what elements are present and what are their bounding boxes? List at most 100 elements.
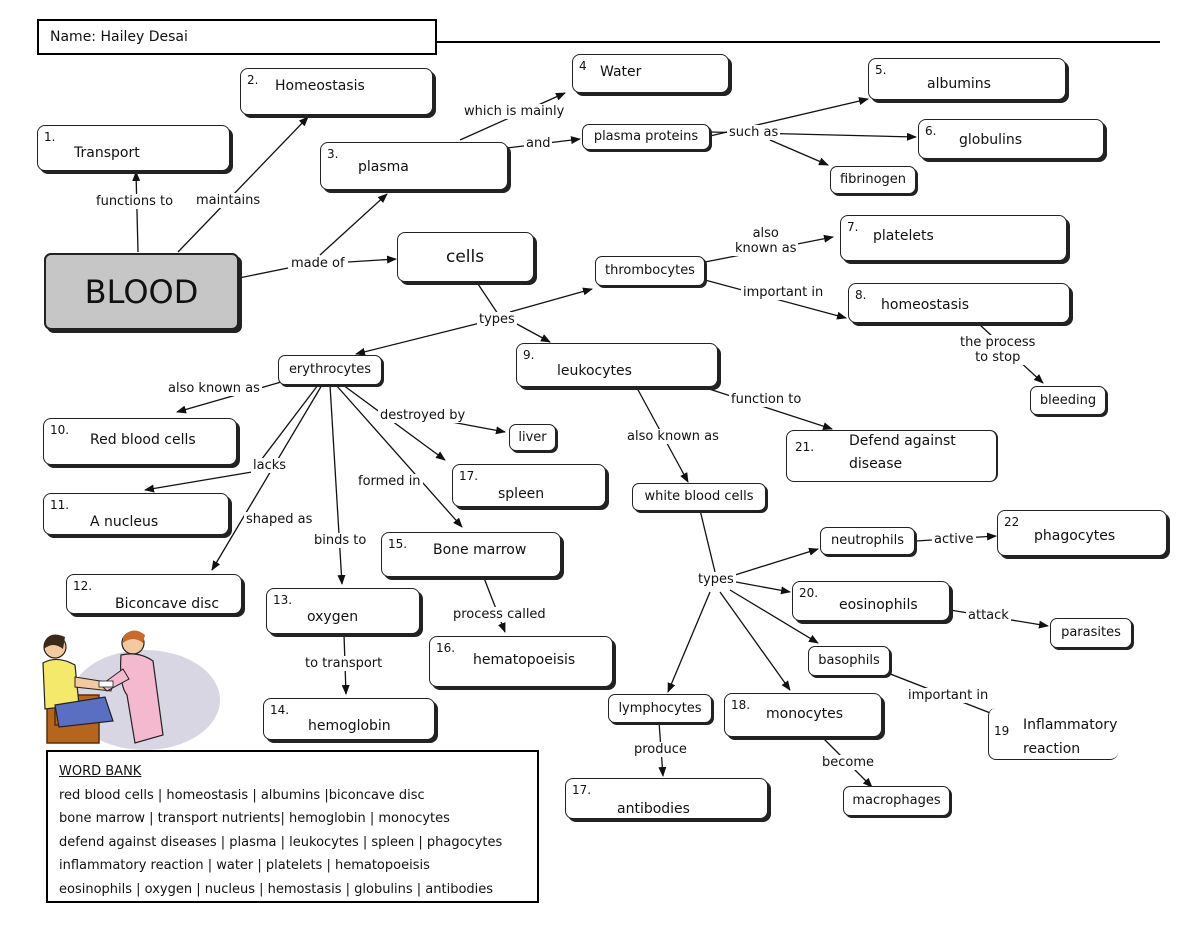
node-number: 7. — [847, 220, 859, 234]
node-22-phagocytes[interactable]: 22 phagocytes — [997, 510, 1167, 556]
node-erythrocytes: erythrocytes — [278, 355, 382, 385]
node-text-line1: Inflammatory — [1023, 717, 1118, 733]
node-number: 21. — [795, 440, 815, 454]
central-node-label: BLOOD — [84, 272, 199, 311]
node-number: 6. — [925, 124, 937, 138]
node-6-globulins[interactable]: 6. globulins — [918, 119, 1104, 159]
node-text: basophils — [818, 653, 880, 668]
connector-functions-to — [132, 171, 141, 253]
node-17-antibodies[interactable]: 17. antibodies — [565, 778, 768, 819]
node-4-water[interactable]: 4 Water — [572, 54, 729, 93]
central-node-blood: BLOOD — [44, 253, 239, 330]
connector-types-neutrophils — [734, 547, 819, 576]
node-9-leukocytes[interactable]: 9. leukocytes — [516, 343, 718, 387]
word-bank-line: inflammatory reaction | water | platelet… — [59, 858, 430, 873]
node-text: erythrocytes — [288, 362, 372, 377]
connector-formed-in — [335, 384, 463, 528]
node-text: spleen — [498, 486, 545, 502]
label-made-of: made of — [289, 256, 347, 271]
word-bank-title: WORD BANK — [59, 764, 142, 779]
node-text: phagocytes — [1034, 528, 1116, 544]
node-number: 20. — [799, 586, 819, 600]
header-rule — [437, 41, 1160, 43]
node-text: white blood cells — [644, 489, 754, 504]
node-17-spleen[interactable]: 17. spleen — [452, 464, 606, 507]
node-number: 22 — [1004, 515, 1020, 529]
word-bank-line: bone marrow | transport nutrients| hemog… — [59, 811, 450, 826]
node-text: platelets — [873, 228, 934, 244]
connector-types-erythrocytes — [355, 322, 481, 356]
node-10-red-blood-cells[interactable]: 10. Red blood cells — [43, 418, 237, 465]
name-field[interactable]: Name: Hailey Desai — [37, 19, 437, 55]
label-to-transport: to transport — [303, 656, 385, 671]
node-lymphocytes: lymphocytes — [608, 694, 712, 723]
connector-made-of-cells — [347, 255, 397, 264]
connector-made-of-plasma — [319, 193, 388, 256]
node-text-line1: Defend against — [849, 433, 956, 449]
node-text: Bone marrow — [433, 542, 527, 558]
node-number: 19 — [994, 724, 1010, 738]
node-liver: liver — [509, 424, 556, 451]
connector-wbc-types — [699, 509, 716, 573]
connector-types-monocytes — [719, 591, 791, 691]
node-text: Transport — [74, 145, 140, 161]
node-1-transport[interactable]: 1. Transport — [37, 125, 230, 171]
node-2-homeostasis[interactable]: 2. Homeostasis — [240, 68, 433, 115]
node-8-homeostasis[interactable]: 8. homeostasis — [848, 283, 1070, 323]
node-16-hematopoeisis[interactable]: 16. hematopoeisis — [429, 636, 613, 687]
node-19-inflammatory-reaction[interactable]: 19 Inflammatory reaction — [988, 708, 1118, 760]
label-lacks: lacks — [251, 458, 289, 473]
connector-process-called — [483, 577, 506, 633]
node-text: Homeostasis — [275, 78, 365, 94]
node-number: 15. — [388, 537, 408, 551]
word-bank-line: defend against diseases | plasma | leuko… — [59, 834, 503, 850]
node-21-defend-against-disease[interactable]: 21. Defend against disease — [786, 430, 998, 482]
node-cells: cells — [397, 232, 534, 282]
label-types-wbc: types — [696, 572, 736, 587]
label-also-known-as-wbc: also known as — [625, 429, 721, 444]
node-number: 10. — [50, 423, 70, 437]
node-text: antibodies — [617, 801, 690, 817]
word-bank-line: red blood cells | homeostasis | albumins… — [59, 787, 425, 803]
label-become: become — [820, 755, 877, 770]
node-15-bone-marrow[interactable]: 15. Bone marrow — [381, 532, 561, 577]
node-3-plasma[interactable]: 3. plasma — [320, 142, 508, 190]
node-14-hemoglobin[interactable]: 14. hemoglobin — [263, 698, 435, 740]
connector-made-of-a — [238, 267, 289, 279]
node-5-albumins[interactable]: 5. albumins — [868, 58, 1066, 100]
node-12-biconcave-disc[interactable]: 12. Biconcave disc — [66, 574, 242, 614]
node-basophils: basophils — [808, 646, 890, 676]
node-18-monocytes[interactable]: 18. monocytes — [724, 693, 882, 737]
node-text: plasma proteins — [593, 129, 699, 144]
node-number: 1. — [44, 130, 56, 144]
node-text: fibrinogen — [839, 172, 907, 187]
node-text: thrombocytes — [605, 263, 695, 278]
node-number: 17. — [572, 783, 592, 797]
node-text: Red blood cells — [90, 432, 196, 448]
node-plasma-proteins: plasma proteins — [582, 124, 710, 150]
label-also-known-as-platelets: also known as — [733, 226, 799, 256]
node-number: 3. — [327, 147, 339, 161]
label-the-process-to-stop: the process to stop — [958, 335, 1038, 365]
connector-types-thrombocytes — [509, 287, 593, 313]
node-text: A nucleus — [90, 514, 159, 530]
label-which-is-mainly: which is mainly — [462, 104, 567, 119]
node-number: 8. — [855, 288, 867, 302]
node-13-oxygen[interactable]: 13. oxygen — [266, 588, 420, 634]
node-11-nucleus[interactable]: 11. A nucleus — [43, 493, 229, 535]
node-number: 2. — [247, 73, 259, 87]
label-binds-to: binds to — [312, 533, 369, 548]
node-text-line2: disease — [849, 456, 903, 472]
nurse-patient-illustration — [42, 630, 220, 750]
node-7-platelets[interactable]: 7. platelets — [840, 215, 1067, 261]
label-active: active — [932, 532, 976, 547]
node-macrophages: macrophages — [843, 786, 950, 816]
node-text: eosinophils — [839, 597, 918, 613]
connector-such-as-fibrinogen — [769, 139, 829, 166]
node-number: 17. — [459, 469, 479, 483]
node-20-eosinophils[interactable]: 20. eosinophils — [792, 581, 950, 621]
node-number: 16. — [436, 641, 456, 655]
node-white-blood-cells: white blood cells — [632, 483, 766, 511]
node-parasites: parasites — [1050, 618, 1132, 648]
label-important-in-inflammatory: important in — [906, 688, 991, 703]
